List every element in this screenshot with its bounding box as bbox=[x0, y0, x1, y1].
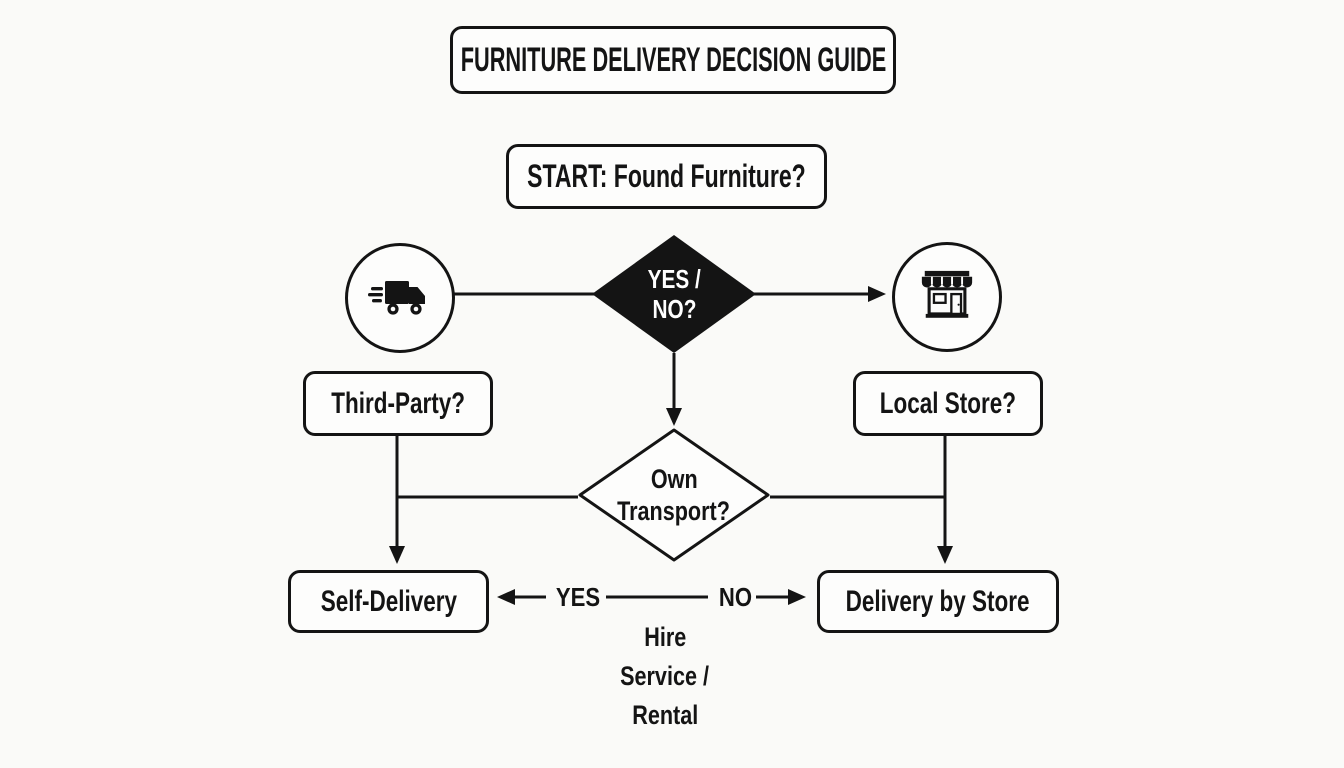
page-title: FURNITURE DELIVERY DECISION GUIDE bbox=[460, 40, 886, 79]
delivery-by-store-node: Delivery by Store bbox=[817, 570, 1059, 633]
note-line3: Rental bbox=[631, 700, 699, 730]
arrowhead-to-transport bbox=[666, 408, 682, 426]
self-delivery-node: Self-Delivery bbox=[288, 570, 489, 633]
decision-found-line1: YES / bbox=[647, 264, 701, 294]
start-node-label: START: Found Furniture? bbox=[527, 158, 806, 194]
decision-found-furniture: YES / NO? bbox=[592, 235, 756, 353]
truck-badge bbox=[345, 243, 455, 353]
own-transport-line1: Own bbox=[650, 464, 698, 494]
note-line2: Service / bbox=[620, 661, 710, 691]
edge-label-no: NO bbox=[718, 582, 753, 612]
arrowhead-to-delivery-by-store bbox=[937, 546, 953, 564]
own-transport-line2: Transport? bbox=[617, 496, 731, 526]
arrowhead-to-store bbox=[868, 286, 886, 302]
self-delivery-label: Self-Delivery bbox=[320, 584, 457, 618]
arrowhead-yes-left bbox=[497, 589, 515, 605]
decision-found-line2: NO? bbox=[652, 294, 696, 324]
title-box: FURNITURE DELIVERY DECISION GUIDE bbox=[450, 26, 896, 94]
hire-service-note: Hire Service / Rental bbox=[565, 620, 765, 737]
start-node: START: Found Furniture? bbox=[506, 144, 827, 209]
local-store-node: Local Store? bbox=[853, 371, 1043, 436]
note-line1: Hire bbox=[643, 622, 687, 652]
decision-own-transport-shape bbox=[578, 428, 770, 562]
delivery-truck-icon bbox=[368, 281, 425, 315]
store-badge bbox=[892, 242, 1002, 352]
delivery-by-store-label: Delivery by Store bbox=[846, 584, 1030, 618]
third-party-node: Third-Party? bbox=[303, 371, 493, 436]
local-store-label: Local Store? bbox=[879, 386, 1017, 420]
arrowhead-no-right bbox=[788, 589, 806, 605]
third-party-label: Third-Party? bbox=[331, 386, 465, 420]
decision-own-transport: Own Transport? bbox=[576, 427, 772, 563]
arrowhead-to-self-delivery bbox=[389, 546, 405, 564]
edge-label-yes: YES bbox=[555, 582, 601, 612]
storefront-icon bbox=[921, 270, 973, 318]
